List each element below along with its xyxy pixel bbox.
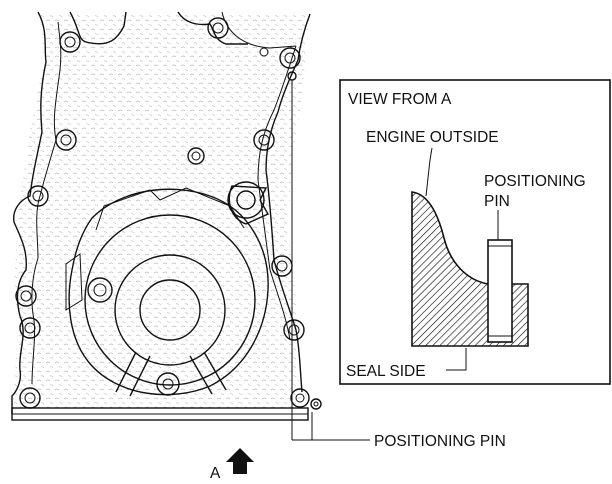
engine-outside-leader — [425, 147, 433, 197]
view-arrow-label: A — [210, 465, 221, 482]
positioning-pin-label: POSITIONING PIN — [374, 433, 506, 450]
engine-outside-label: ENGINE OUTSIDE — [366, 129, 499, 146]
view-from-a-inset: VIEW FROM A ENGINE OUTSIDE POSITIONING P… — [339, 79, 611, 385]
seal-side-label: SEAL SIDE — [346, 363, 426, 380]
front-cover-drawing — [11, 11, 322, 421]
view-arrow-a: A — [210, 448, 254, 482]
positioning-pin-inset-label-2: PIN — [484, 193, 510, 210]
positioning-pin-inset — [487, 239, 513, 343]
positioning-pin-leader — [311, 412, 370, 441]
bolt-heads — [15, 17, 310, 409]
positioning-pin-inset-label-1: POSITIONING — [484, 173, 586, 190]
positioning-pin-bottom — [310, 398, 322, 410]
inset-title: VIEW FROM A — [348, 91, 452, 108]
dowel-hole — [259, 47, 269, 57]
seal-side-leader — [446, 348, 467, 371]
